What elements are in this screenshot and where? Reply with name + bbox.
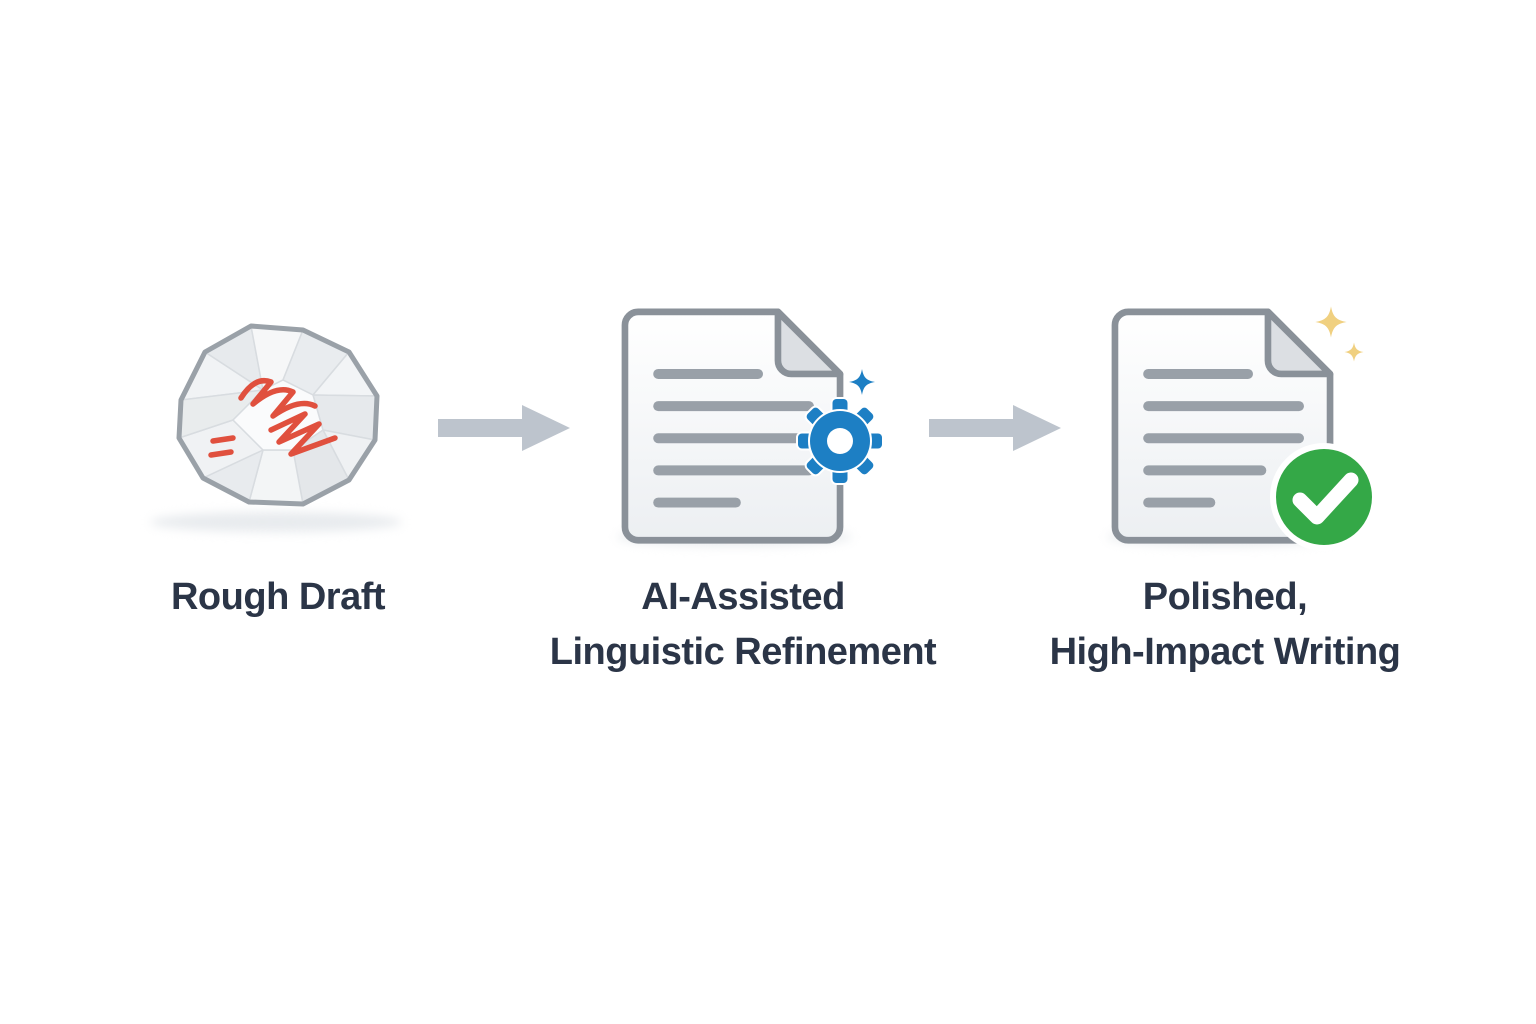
- step-icon-polished-writing: [1095, 303, 1405, 573]
- step-label-rough-draft: Rough Draft: [128, 570, 428, 625]
- step-icon-rough-draft: [150, 300, 410, 560]
- document-text-lines: [1143, 368, 1304, 508]
- step-icon-ai-refinement: [605, 303, 905, 563]
- arrow-right-icon: [929, 405, 1061, 451]
- icon-shadow: [150, 512, 402, 532]
- step-label-ai-refinement: AI-Assisted Linguistic Refinement: [493, 570, 993, 680]
- document-text-lines: [653, 368, 814, 508]
- red-scribble: [208, 378, 338, 458]
- step-label-polished-writing: Polished, High-Impact Writing: [975, 570, 1475, 680]
- label-line: Rough Draft: [170, 576, 386, 618]
- label-line: Linguistic Refinement: [549, 631, 937, 673]
- gear-icon: [796, 397, 884, 485]
- sparkle-icon: [1344, 342, 1364, 362]
- check-circle-icon: [1270, 443, 1378, 551]
- label-line: AI-Assisted: [641, 576, 845, 618]
- crumpled-paper-icon: [176, 323, 380, 507]
- sparkle-icon: [849, 369, 875, 395]
- label-line: High-Impact Writing: [1049, 631, 1401, 673]
- sparkle-icon: [1315, 306, 1347, 338]
- document-icon: [621, 308, 844, 544]
- arrow-right-icon: [438, 405, 570, 451]
- label-line: Polished,: [1142, 576, 1308, 618]
